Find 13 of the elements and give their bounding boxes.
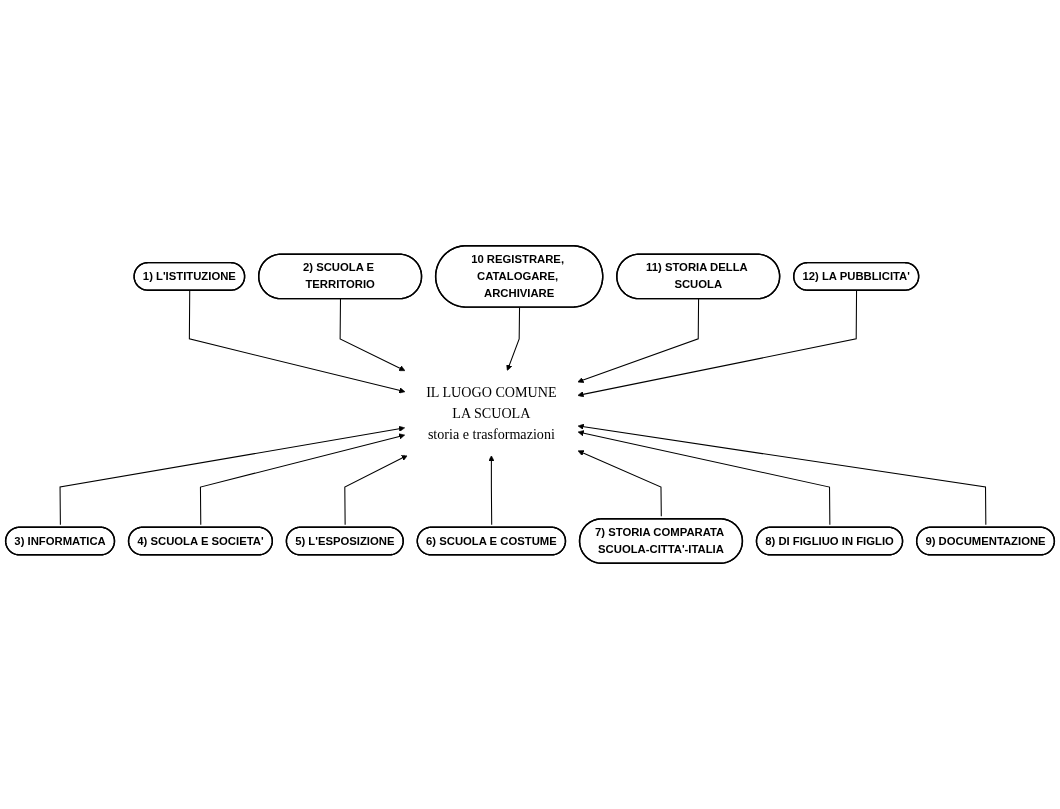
arrow (577, 290, 858, 398)
arrow (188, 290, 406, 394)
node-text: IL LUOGO COMUNE LA SCUOLA storia e trasformazioni (426, 384, 557, 442)
arrow (488, 455, 495, 526)
arrow (577, 423, 987, 526)
arrow (344, 455, 408, 526)
arrow (577, 298, 700, 384)
arrow (199, 433, 405, 526)
arrow (339, 298, 406, 371)
arrow (59, 425, 405, 526)
arrow (577, 430, 831, 526)
arrow (506, 306, 521, 371)
arrow (577, 450, 662, 517)
